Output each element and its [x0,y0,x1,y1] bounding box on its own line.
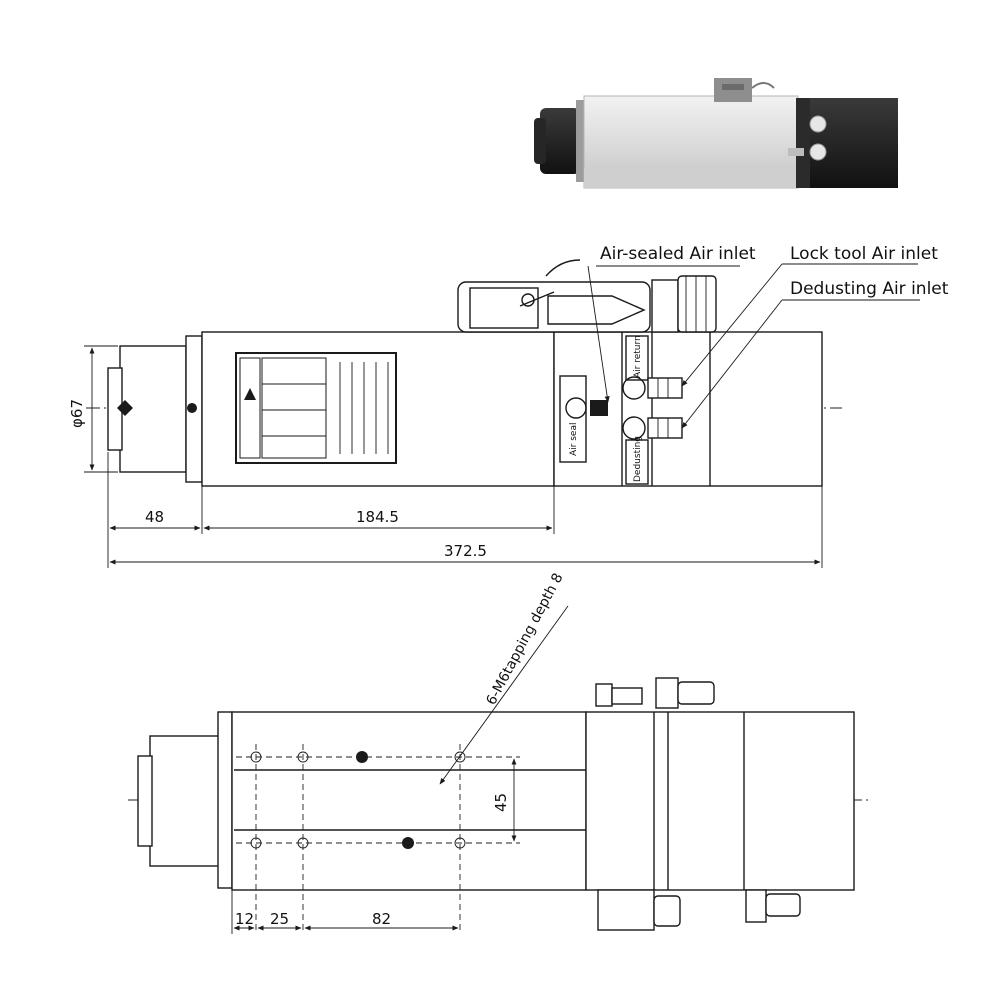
nose-center-mark-icon [117,400,197,416]
air-seal-label: Air seal [569,423,579,456]
air-return-label-box [625,335,649,381]
tapping-callout: 6-M6tapping depth 8 [483,571,566,708]
top-fitting-icon [595,677,715,709]
diameter-dim: φ67 [68,399,86,428]
cable-connector [457,259,717,333]
bottom-fitting-icon [597,889,801,931]
dedusting-port-icon [622,416,683,440]
dedusting-label-box [625,439,649,485]
dim-48: 48 [145,508,164,526]
air-sealed-callout: Air-sealed Air inlet [600,244,756,264]
dim-82: 82 [372,910,391,928]
dim-12: 12 [235,910,254,928]
air-return-label: Air return [633,335,643,378]
dedusting-callout: Dedusting Air inlet [790,279,949,299]
dedusting-label: Dedusting [633,436,643,482]
lock-tool-callout: Lock tool Air inlet [790,244,938,264]
dim-25: 25 [270,910,289,928]
spindle-photo-icon [534,78,898,189]
dim-372-5: 372.5 [444,542,487,560]
side-view: Air seal Air return Dedusting Air-s [68,244,949,568]
lock-tool-port-icon [622,376,683,400]
air-seal-port-icon [565,397,608,419]
air-seal-label-box [559,375,587,463]
dim-45: 45 [492,793,510,812]
bottom-view: 45 6-M6tapping depth 8 12 25 82 [128,571,870,934]
dim-184-5: 184.5 [356,508,399,526]
nameplate [235,352,397,464]
